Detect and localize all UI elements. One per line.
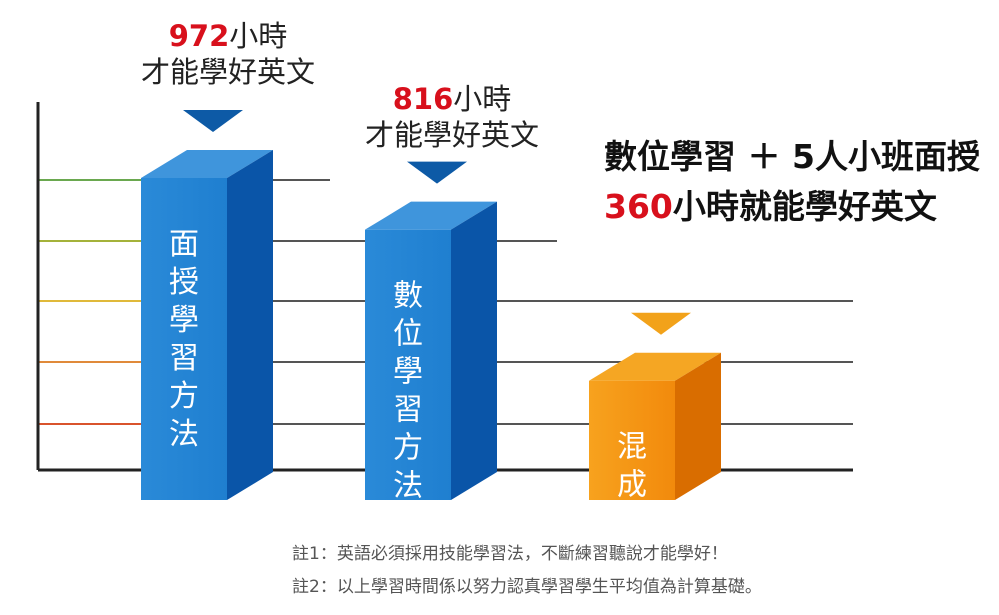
annotation-value-1: 816 (392, 82, 454, 116)
arrow-marker-0 (183, 110, 243, 132)
bar-side-2 (675, 352, 721, 500)
annotation-bar-1: 816小時 才能學好英文 (352, 81, 552, 154)
bar-side-1 (451, 201, 497, 500)
bar-2 (589, 380, 675, 500)
headline-line-2: 360小時就能學好英文 (604, 182, 980, 232)
category-label-0: 面授學習方法 (169, 227, 199, 452)
headline-text: 小時就能學好英文 (672, 187, 937, 226)
annotation-value-0: 972 (168, 19, 230, 53)
arrow-marker-1 (407, 161, 467, 184)
bar-top-2 (589, 352, 721, 381)
annotation-caption-0: 才能學好英文 (140, 55, 315, 90)
category-label-1: 數位學習方法 (393, 279, 423, 504)
annotation-bar-0: 972小時 才能學好英文 (128, 18, 328, 91)
headline: 數位學習 ＋ 5人小班面授 360小時就能學好英文 (604, 132, 980, 232)
bar-1 (365, 229, 451, 500)
annotation-unit-0: 小時 (229, 19, 288, 53)
headline-value: 360 (604, 187, 673, 226)
bar-top-1 (365, 201, 497, 230)
bar-side-0 (227, 150, 273, 500)
annotation-unit-1: 小時 (453, 82, 512, 116)
footnotes: 註1：英語必須採用技能學習法，不斷練習聽說才能學好！ 註2：以上學習時間係以努力… (292, 538, 762, 604)
bar-0 (141, 178, 227, 500)
category-label-2: 混成學習 (617, 430, 647, 579)
arrow-marker-2 (631, 312, 691, 335)
footnote-2: 註2：以上學習時間係以努力認真學習學生平均值為計算基礎。 (292, 577, 762, 597)
headline-line-1: 數位學習 ＋ 5人小班面授 (604, 137, 980, 176)
annotation-caption-1: 才能學好英文 (364, 118, 539, 153)
footnote-1: 註1：英語必須採用技能學習法，不斷練習聽說才能學好！ (292, 544, 728, 564)
bar-top-0 (141, 150, 273, 178)
